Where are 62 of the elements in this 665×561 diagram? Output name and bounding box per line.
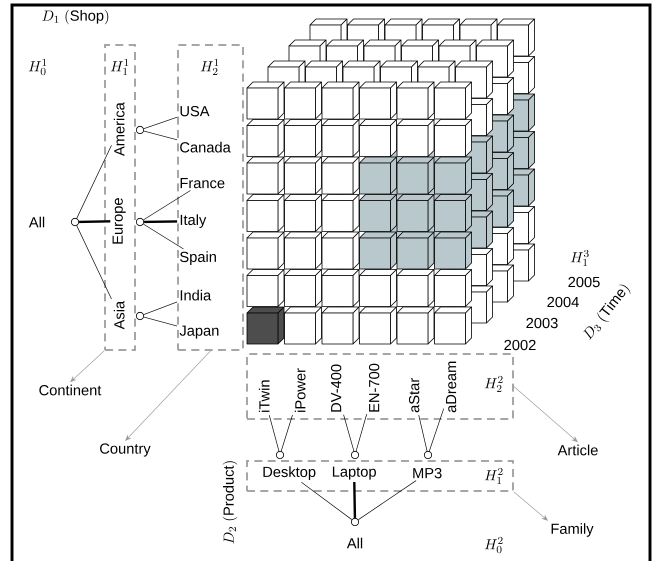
- member-label: aStar: [408, 378, 420, 412]
- member-label: iTwin: [258, 380, 270, 412]
- level-index: $H_1^3$: [570, 250, 589, 266]
- tree-edge: [356, 414, 367, 452]
- tree-edge: [143, 302, 178, 315]
- tree-edge: [353, 482, 356, 518]
- tree-edge: [76, 225, 112, 300]
- level-name: Country: [100, 443, 151, 457]
- year-label: 2003: [526, 318, 558, 328]
- branch-node: [70, 218, 80, 226]
- level-index: $H_0^2$: [484, 536, 503, 554]
- tree-edge: [280, 414, 293, 452]
- tree-edge: [79, 220, 110, 224]
- member-label: MP3: [413, 468, 442, 478]
- arrow: [514, 386, 578, 442]
- branch-node: [276, 450, 284, 460]
- member-label: DV-400: [330, 364, 342, 412]
- tree-edge: [343, 414, 354, 452]
- arrow: [70, 350, 104, 382]
- tree-edge: [144, 316, 178, 326]
- root-label: All: [28, 216, 44, 228]
- branch-node: [350, 450, 360, 460]
- member-label: India: [180, 290, 212, 301]
- member-label: iPower: [294, 368, 306, 412]
- member-label: EN-700: [368, 364, 380, 412]
- tree-edge: [144, 130, 178, 140]
- branch-node: [136, 126, 144, 134]
- level-index: $H_0^1$: [28, 58, 46, 76]
- member-label: Asia: [114, 300, 125, 330]
- tree-edge: [268, 414, 280, 452]
- year-label: 2002: [504, 340, 536, 350]
- tree-edge: [301, 482, 352, 520]
- tree-edge: [76, 144, 112, 219]
- member-label: Laptop: [332, 466, 376, 480]
- member-label: USA: [180, 106, 210, 116]
- dimension-label: $D_1\ (\mathrm{Shop})$: [42, 10, 108, 24]
- branch-node: [136, 312, 144, 320]
- tree-edge: [358, 480, 416, 520]
- branch-node: [350, 518, 360, 526]
- tree-edge: [144, 116, 178, 129]
- member-label: Europe: [112, 198, 126, 244]
- tree-edge: [143, 224, 184, 250]
- tree-edge: [418, 414, 428, 452]
- dimension-label: $D_2\ (\mathrm{Product})$: [222, 461, 238, 544]
- member-label: Japan: [180, 326, 218, 339]
- tree-edge: [143, 190, 191, 220]
- branch-node: [136, 218, 144, 226]
- level-name: Article: [558, 444, 598, 456]
- branch-node: [424, 450, 432, 460]
- member-label: Italy: [180, 214, 206, 228]
- root-label: All: [346, 538, 362, 548]
- tree-edge: [144, 220, 178, 224]
- member-label: America: [114, 102, 125, 156]
- level-name: Family: [552, 523, 594, 537]
- tree-edge: [428, 408, 444, 452]
- member-label: Canada: [180, 142, 231, 153]
- year-label: 2004: [547, 296, 579, 308]
- level-name: Continent: [39, 384, 102, 396]
- member-label: Spain: [180, 251, 216, 265]
- member-label: France: [180, 178, 224, 188]
- member-label: Desktop: [263, 466, 316, 480]
- member-label: aDream: [446, 362, 456, 412]
